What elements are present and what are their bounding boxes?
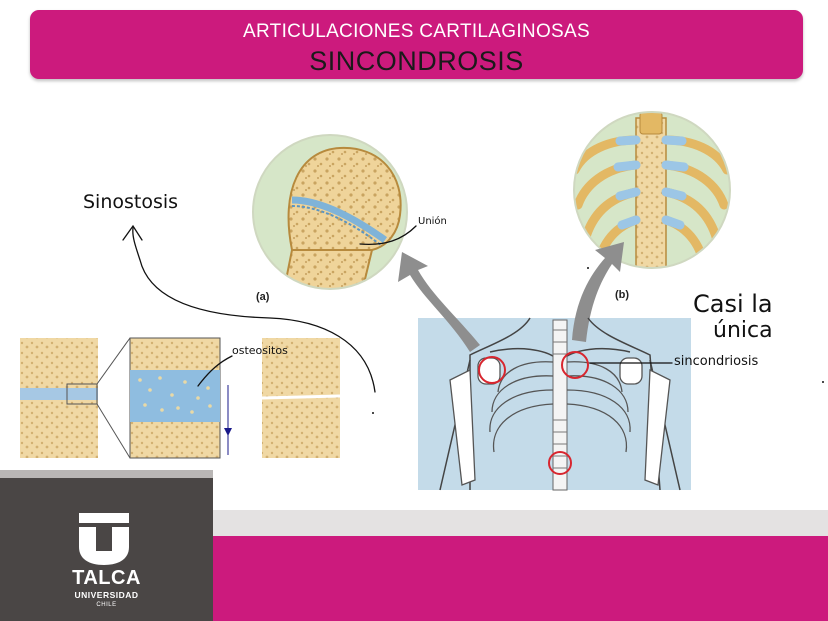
logo-country: CHILE bbox=[96, 602, 117, 608]
logo-name: TALCA bbox=[72, 567, 141, 589]
university-logo-icon bbox=[79, 513, 129, 565]
figure-b-ribcage bbox=[573, 111, 731, 269]
annotation-sincondriosis: sincondriosis bbox=[674, 354, 759, 369]
figure-b-label: (b) bbox=[615, 289, 630, 301]
annotation-sinostosis: Sinostosis bbox=[83, 191, 179, 213]
title-banner: ARTICULACIONES CARTILAGINOSAS SINCONDROS… bbox=[30, 10, 803, 79]
logo-subtitle: UNIVERSIDAD bbox=[74, 590, 139, 600]
logo-panel-border bbox=[0, 470, 213, 478]
title-line-2: SINCONDROSIS bbox=[309, 46, 524, 76]
annotation-casi-line1: Casi la bbox=[693, 290, 773, 318]
footer-gray-band bbox=[213, 510, 828, 536]
title-line-1: ARTICULACIONES CARTILAGINOSAS bbox=[243, 21, 590, 42]
torso-skeleton-panel bbox=[398, 242, 691, 491]
handwritten-strokes bbox=[122, 224, 673, 393]
bone-strip-right bbox=[261, 338, 341, 458]
figure-a-label: (a) bbox=[256, 291, 270, 303]
footer-pink-band bbox=[213, 536, 828, 621]
annotation-casi-line2: única bbox=[713, 318, 773, 343]
bone-strip-magnified bbox=[129, 337, 232, 459]
annotation-union: Unión bbox=[418, 216, 447, 227]
bone-strip-left bbox=[20, 337, 131, 459]
annotation-osteositos: osteositos bbox=[232, 344, 288, 357]
figure-a-epiphysis bbox=[252, 134, 408, 290]
